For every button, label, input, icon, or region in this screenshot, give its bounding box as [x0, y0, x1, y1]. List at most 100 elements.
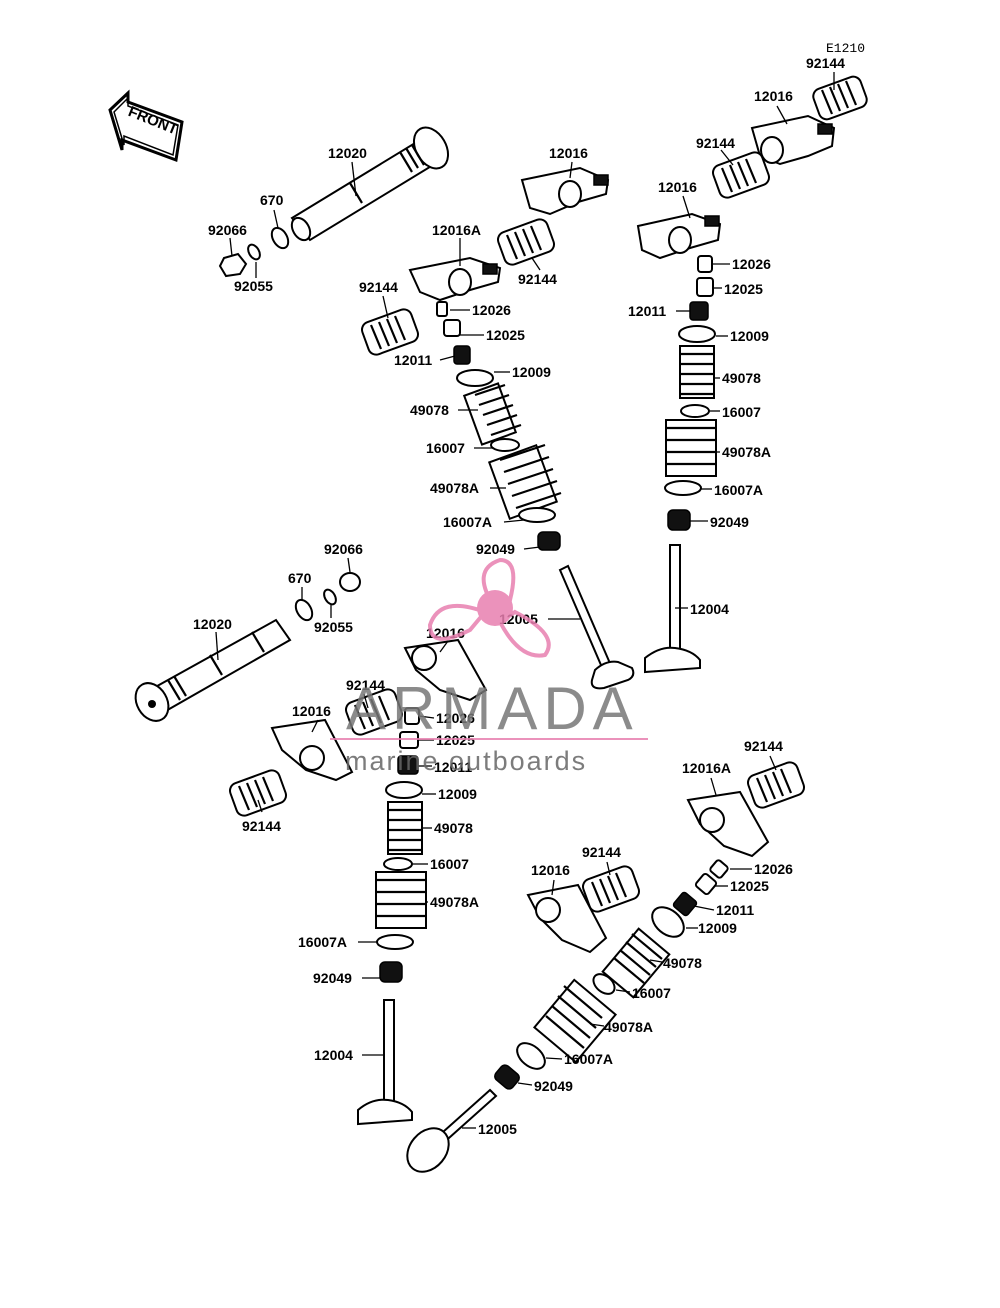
part-label: 92066 [208, 222, 247, 238]
front-arrow: FRONT [108, 89, 184, 163]
rocker-arm-12016a-lower [686, 790, 770, 858]
rocker-spring-92144-d [361, 308, 419, 356]
plug-92066-lower [339, 572, 361, 592]
part-label: 92144 [346, 677, 385, 693]
part-label: 12016 [549, 145, 588, 161]
rocker-arm-12016a-upper [408, 256, 502, 302]
part-label: 16007 [426, 440, 465, 456]
part-label: 12016 [658, 179, 697, 195]
watermark-tagline: marine outboards [345, 746, 587, 776]
part-label: 16007A [298, 934, 347, 950]
part-label: 12011 [394, 352, 432, 368]
part-label: 16007 [430, 856, 469, 872]
part-label: 12011 [434, 759, 472, 775]
part-label: 12004 [314, 1047, 353, 1063]
diagram-reference: E1210 [826, 41, 865, 56]
washer-92055-lower [323, 588, 337, 606]
rocker-spring-92144-f [229, 769, 287, 817]
part-label: 670 [288, 570, 312, 586]
rocker-spring-92144-a [812, 75, 868, 121]
part-label: 92144 [582, 844, 621, 860]
plug-92066-upper [218, 252, 248, 278]
part-label: 49078 [410, 402, 449, 418]
rocker-arm-12016-lower-b [270, 718, 354, 782]
part-label: 49078A [430, 894, 479, 910]
part-label: 49078A [604, 1019, 653, 1035]
part-label: 12016 [292, 703, 331, 719]
leader-lines [215, 72, 835, 1129]
part-label: 16007 [722, 404, 761, 420]
rocker-spring-92144-e [345, 688, 403, 736]
part-label: 92144 [696, 135, 735, 151]
part-label: 49078A [722, 444, 771, 460]
valve-12004-lower [357, 999, 413, 1126]
part-label: 12016 [531, 862, 570, 878]
part-label: 12025 [730, 878, 769, 894]
part-label: 12009 [730, 328, 769, 344]
part-label: 16007 [632, 985, 671, 1001]
part-label: 12009 [512, 364, 551, 380]
rocker-shaft-lower [134, 618, 292, 722]
rocker-shaft-upper [290, 126, 450, 242]
part-label: 12009 [698, 920, 737, 936]
part-label: 12026 [754, 861, 793, 877]
part-label: 12020 [193, 616, 232, 632]
watermark-brand: ARMADA [346, 675, 639, 742]
part-label: 49078 [722, 370, 761, 386]
part-label: 92049 [476, 541, 515, 557]
washer-92055-upper [247, 243, 261, 261]
part-label: 49078A [430, 480, 479, 496]
part-label: 12004 [690, 601, 729, 617]
valve-stack-lower-right [494, 859, 729, 1090]
rocker-arm-12016-lower-c [526, 883, 608, 954]
part-label: 92049 [710, 514, 749, 530]
part-label: 92144 [359, 279, 398, 295]
part-label: 12020 [328, 145, 367, 161]
rocker-spring-92144-b [712, 151, 770, 199]
part-label: 12026 [732, 256, 771, 272]
valve-stack-upper-right [664, 255, 717, 531]
part-label: 92049 [534, 1078, 573, 1094]
part-label: 12016A [432, 222, 481, 238]
part-label: 16007A [564, 1051, 613, 1067]
part-label: 12016 [754, 88, 793, 104]
part-label: 12026 [472, 302, 511, 318]
rocker-spring-92144-c [497, 218, 555, 266]
part-label: 12026 [436, 710, 475, 726]
rocker-arm-12016-upper-right-b [750, 114, 836, 166]
part-label: 92144 [744, 738, 783, 754]
rocker-spring-92144-g [747, 761, 805, 809]
part-label: 16007A [443, 514, 492, 530]
valve-12005-lower [406, 1088, 498, 1173]
part-label: 670 [260, 192, 284, 208]
part-label: 12011 [716, 902, 754, 918]
propeller-logo-icon [427, 557, 551, 658]
part-label: 12005 [478, 1121, 517, 1137]
valve-12004-upper [644, 544, 701, 674]
watermark: ARMADA marine outboards [330, 557, 648, 776]
part-label: 92144 [242, 818, 281, 834]
part-label: 92144 [806, 55, 845, 71]
rocker-arm-12016-lower-a [403, 638, 488, 702]
valve-12005-upper [558, 564, 635, 690]
rocker-arm-12016-upper-right-a [636, 212, 722, 260]
part-label: 16007A [714, 482, 763, 498]
part-label: 49078 [434, 820, 473, 836]
valve-stack-lower-left [375, 707, 427, 983]
o-ring-670-lower [294, 598, 314, 622]
part-label: 92066 [324, 541, 363, 557]
rocker-spring-92144-h [582, 865, 640, 913]
part-label: 12009 [438, 786, 477, 802]
o-ring-670-upper [270, 226, 290, 250]
part-label: 92055 [314, 619, 353, 635]
rocker-arm-12016-upper-mid [520, 166, 610, 216]
part-label: 12025 [724, 281, 763, 297]
part-labels: 92144 12016 92144 12016 12020 670 92066 … [193, 55, 845, 1137]
part-label: 92144 [518, 271, 557, 287]
valve-stack-upper-left [436, 301, 562, 551]
part-label: 12016A [682, 760, 731, 776]
part-label: 12025 [486, 327, 525, 343]
part-label: 92055 [234, 278, 273, 294]
part-label: 49078 [663, 955, 702, 971]
